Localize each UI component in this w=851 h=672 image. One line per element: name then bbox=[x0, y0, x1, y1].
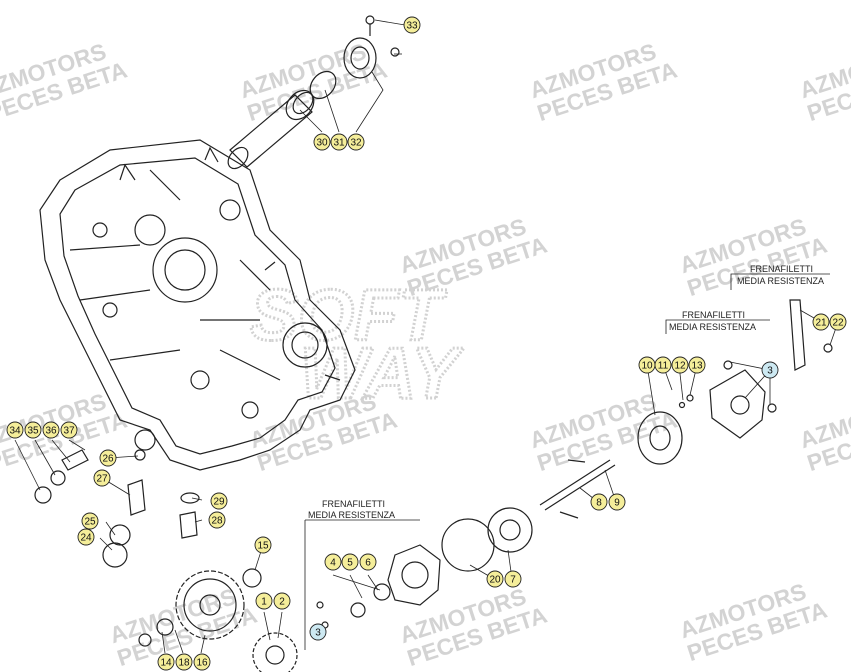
thread-lock-note-b-line1: FRENAFILETTI bbox=[682, 310, 745, 320]
callout-number: 11 bbox=[658, 361, 669, 372]
callout-28: 28 bbox=[208, 511, 226, 529]
callout-14: 14 bbox=[157, 653, 175, 671]
callout-30: 30 bbox=[313, 133, 331, 151]
callout-26: 26 bbox=[99, 449, 117, 467]
callout-number: 5 bbox=[347, 558, 353, 569]
callout-3-bottom: 3 bbox=[309, 623, 327, 641]
callout-number: 34 bbox=[9, 426, 21, 437]
callout-27: 27 bbox=[93, 469, 111, 487]
callout-2: 2 bbox=[273, 592, 291, 610]
callout-number: 2 bbox=[279, 597, 285, 608]
callout-9: 9 bbox=[608, 493, 626, 511]
callout-number: 12 bbox=[674, 361, 686, 372]
callout-number: 16 bbox=[196, 658, 208, 669]
thread-lock-note-c-line1: FRENAFILETTI bbox=[750, 264, 813, 274]
callout-number: 3 bbox=[315, 628, 321, 639]
callout-number: 4 bbox=[330, 558, 336, 569]
callout-3-right: 3 bbox=[761, 361, 779, 379]
callouts: 33 30 31 32 34 35 36 37 26 27 29 28 25 2… bbox=[6, 16, 847, 671]
callout-number: 21 bbox=[815, 318, 827, 329]
callout-number: 3 bbox=[767, 366, 773, 377]
callout-12: 12 bbox=[671, 356, 689, 374]
callout-20: 20 bbox=[486, 570, 504, 588]
callout-number: 14 bbox=[160, 658, 172, 669]
left-parts-group bbox=[34, 449, 262, 647]
crankcase bbox=[39, 139, 356, 471]
thread-lock-note-c-line2: MEDIA RESISTENZA bbox=[737, 276, 824, 286]
callout-36: 36 bbox=[42, 421, 60, 439]
oil-filter-group bbox=[227, 15, 400, 170]
callout-number: 20 bbox=[489, 575, 501, 586]
gear-group bbox=[175, 570, 298, 672]
callout-11: 11 bbox=[654, 356, 672, 374]
callout-number: 9 bbox=[614, 498, 620, 509]
callout-25: 25 bbox=[81, 512, 99, 530]
callout-number: 25 bbox=[84, 517, 96, 528]
callout-1: 1 bbox=[255, 592, 273, 610]
callout-number: 6 bbox=[365, 558, 371, 569]
callout-5: 5 bbox=[341, 553, 359, 571]
callout-number: 8 bbox=[596, 498, 602, 509]
callout-number: 31 bbox=[333, 138, 345, 149]
callout-16: 16 bbox=[193, 653, 211, 671]
center-logo-line2: WAY bbox=[300, 334, 465, 414]
thread-lock-note-a-line2: MEDIA RESISTENZA bbox=[308, 510, 395, 520]
leader-lines bbox=[14, 19, 839, 654]
callout-24: 24 bbox=[77, 528, 95, 546]
callout-10: 10 bbox=[638, 356, 656, 374]
callout-number: 35 bbox=[27, 426, 39, 437]
thread-lock-notes: FRENAFILETTI MEDIA RESISTENZA FRENAFILET… bbox=[308, 264, 824, 520]
callout-32: 32 bbox=[347, 133, 365, 151]
callout-number: 1 bbox=[261, 597, 267, 608]
callout-37: 37 bbox=[60, 421, 78, 439]
callout-number: 24 bbox=[80, 533, 92, 544]
callout-number: 15 bbox=[257, 541, 269, 552]
center-logo-line1: SOFT bbox=[250, 276, 448, 356]
callout-4: 4 bbox=[324, 553, 342, 571]
callout-number: 28 bbox=[211, 516, 223, 527]
callout-number: 29 bbox=[213, 497, 225, 508]
callout-29: 29 bbox=[210, 492, 228, 510]
callout-number: 32 bbox=[350, 138, 362, 149]
callout-22: 22 bbox=[829, 313, 847, 331]
right-pump-group bbox=[559, 299, 833, 519]
callout-number: 7 bbox=[510, 575, 516, 586]
callout-35: 35 bbox=[24, 421, 42, 439]
callout-8: 8 bbox=[590, 493, 608, 511]
callout-number: 33 bbox=[406, 21, 418, 32]
callout-number: 27 bbox=[96, 474, 108, 485]
callout-34: 34 bbox=[6, 421, 24, 439]
thread-lock-note-b-line2: MEDIA RESISTENZA bbox=[669, 322, 756, 332]
callout-13: 13 bbox=[688, 356, 706, 374]
callout-number: 22 bbox=[832, 318, 844, 329]
callout-33: 33 bbox=[403, 16, 421, 34]
callout-15: 15 bbox=[254, 536, 272, 554]
callout-number: 30 bbox=[316, 138, 328, 149]
callout-31: 31 bbox=[330, 133, 348, 151]
callout-21: 21 bbox=[812, 313, 830, 331]
callout-number: 18 bbox=[178, 658, 190, 669]
callout-number: 26 bbox=[102, 454, 114, 465]
center-logo: SOFT WAY bbox=[249, 275, 467, 416]
callout-6: 6 bbox=[359, 553, 377, 571]
callout-number: 10 bbox=[641, 361, 653, 372]
callout-18: 18 bbox=[175, 653, 193, 671]
callout-7: 7 bbox=[504, 570, 522, 588]
callout-number: 13 bbox=[691, 361, 703, 372]
thread-lock-note-a-line1: FRENAFILETTI bbox=[322, 499, 385, 509]
callout-number: 37 bbox=[63, 426, 75, 437]
callout-number: 36 bbox=[45, 426, 57, 437]
